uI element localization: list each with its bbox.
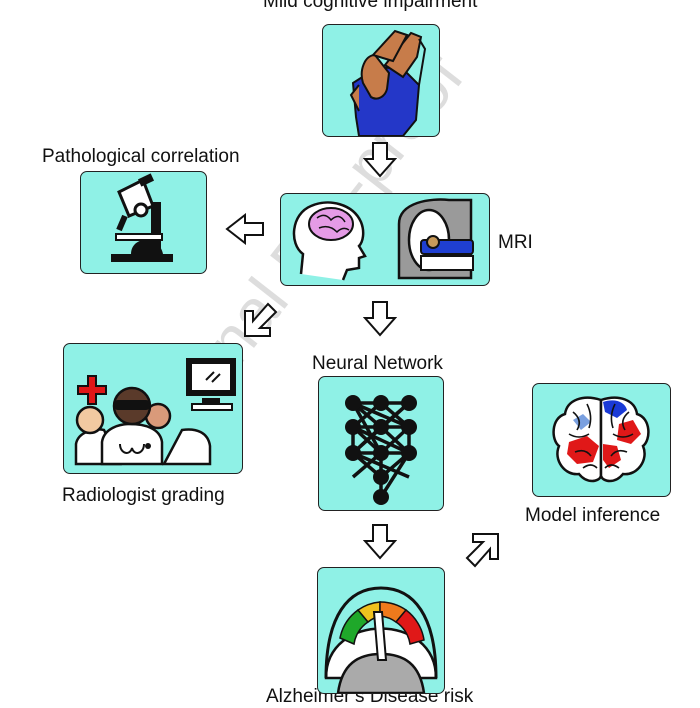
down-arrow-icon xyxy=(363,301,397,337)
radiologist-box xyxy=(63,343,243,474)
mri-scanner-icon xyxy=(397,198,474,280)
down-arrow-icon xyxy=(363,142,397,178)
microscope-icon xyxy=(111,173,173,262)
down-left-arrow-icon xyxy=(244,302,278,337)
label-radiologist-grading: Radiologist grading xyxy=(62,485,225,506)
up-right-arrow-icon xyxy=(465,533,499,568)
brain-profile-icon xyxy=(292,201,367,281)
head-holding-person-icon xyxy=(349,29,427,136)
model-inference-box xyxy=(532,383,671,497)
risk-gauge-icon xyxy=(324,586,438,693)
mri-box xyxy=(280,193,490,286)
label-model-inference: Model inference xyxy=(525,505,661,526)
mci-box xyxy=(322,24,440,137)
risk-gauge-box xyxy=(317,567,445,694)
brain-heatmap-icon xyxy=(552,396,650,483)
medical-team-icon xyxy=(74,358,236,466)
label-neural-network: Neural Network xyxy=(312,353,443,374)
label-mild-cognitive-impairment: Mild cognitive impairment xyxy=(263,0,478,12)
neural-network-icon xyxy=(345,395,417,505)
label-mri: MRI xyxy=(498,232,533,253)
neural-network-box xyxy=(318,376,444,511)
label-pathological-correlation: Pathological correlation xyxy=(42,146,240,167)
microscope-box xyxy=(80,171,207,274)
left-arrow-icon xyxy=(225,213,264,245)
down-arrow-icon xyxy=(363,524,397,560)
